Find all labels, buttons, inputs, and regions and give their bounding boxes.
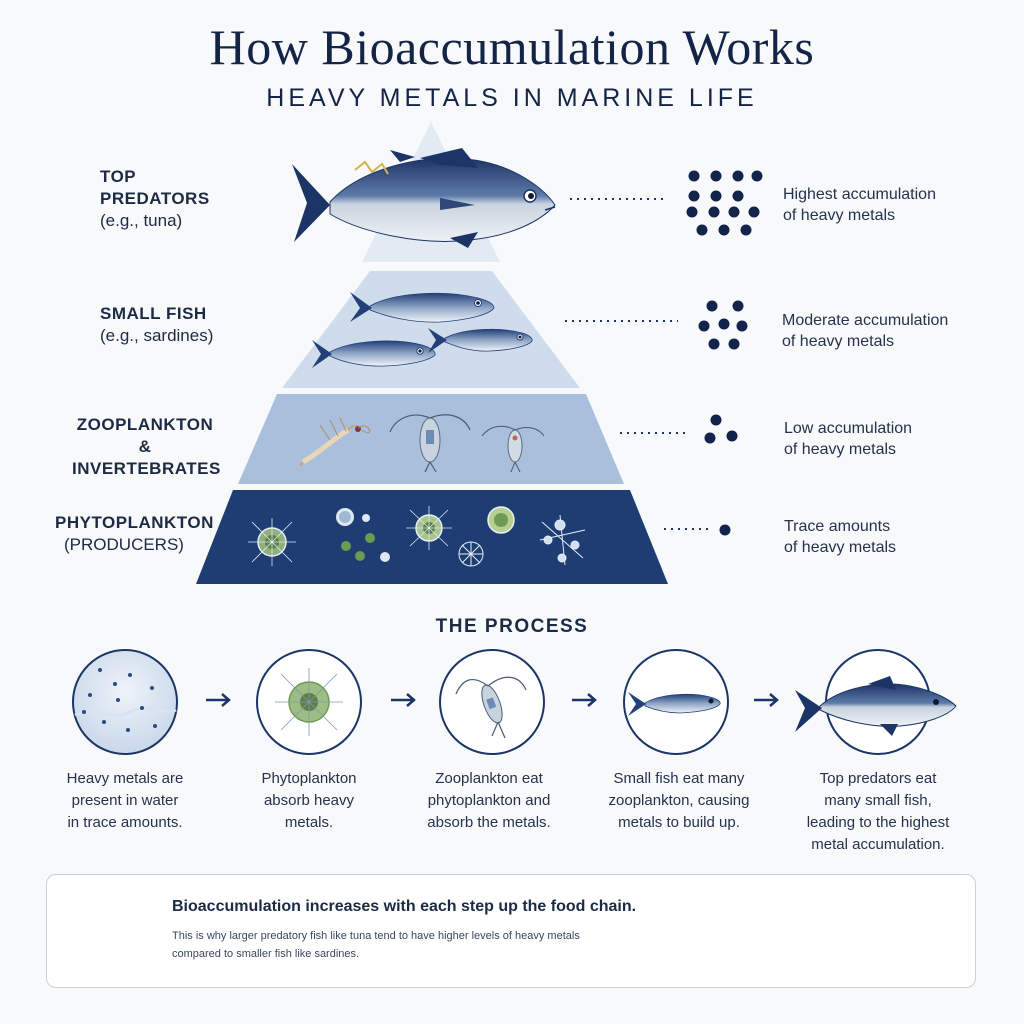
step-text-small-fish: Small fish eat many zooplankton, causing… <box>608 770 750 831</box>
step-circle-zooplankton <box>439 649 545 755</box>
arrow-right-icon <box>572 693 597 707</box>
step-text-phytoplankton: Phytoplankton absorb heavy metals. <box>261 770 357 831</box>
arrow-right-icon <box>206 693 231 707</box>
summary-box <box>46 874 976 988</box>
step-circle-phytoplankton <box>256 649 362 755</box>
step-text-zooplankton: Zooplankton eat phytoplankton and absorb… <box>427 770 551 831</box>
tier-label-phytoplankton: PHYTOPLANKTON (PRODUCERS) <box>55 513 214 554</box>
step-circle-top-predator <box>795 649 957 755</box>
process-title: THE PROCESS <box>435 616 589 637</box>
sardine-icon <box>312 340 436 368</box>
tuna-icon <box>292 148 556 248</box>
step-text-water: Heavy metals are present in water in tra… <box>66 770 184 831</box>
summary-body: This is why larger predatory fish like t… <box>172 930 580 960</box>
page-title: How Bioaccumulation Works <box>209 19 815 75</box>
step-circle-small-fish <box>623 649 729 755</box>
copepod-icon <box>481 425 545 473</box>
accumulation-label-low: Low accumulation of heavy metals <box>784 420 913 458</box>
dots-trace <box>719 524 731 536</box>
dots-highest <box>686 170 763 236</box>
sardine-icon <box>428 328 533 353</box>
step-circle-water <box>72 649 178 755</box>
copepod-icon <box>389 414 471 473</box>
step-text-top-predators: Top predators eat many small fish, leadi… <box>806 770 950 853</box>
diatom-icon <box>487 506 515 534</box>
tier-label-top-predators: TOP PREDATORS (e.g., tuna) <box>100 167 210 230</box>
shrimp-icon <box>299 417 371 466</box>
summary-headline: Bioaccumulation increases with each step… <box>172 898 637 915</box>
diatom-icon <box>336 508 390 562</box>
accumulation-label-highest: Highest accumulation of heavy metals <box>783 186 936 224</box>
tier-small-fish <box>282 271 580 388</box>
diatom-icon <box>406 506 484 567</box>
accumulation-label-trace: Trace amounts of heavy metals <box>784 518 897 556</box>
diatom-icon <box>248 518 296 566</box>
tier-label-zooplankton: ZOOPLANKTON & INVERTEBRATES <box>72 415 221 478</box>
diatom-icon <box>539 514 586 566</box>
page-subtitle: HEAVY METALS IN MARINE LIFE <box>266 84 758 112</box>
tier-label-small-fish: SMALL FISH (e.g., sardines) <box>100 304 214 345</box>
dots-moderate <box>698 300 748 350</box>
arrow-right-icon <box>754 693 779 707</box>
arrow-right-icon <box>391 693 416 707</box>
dots-low <box>704 414 738 444</box>
sardine-icon <box>350 292 495 323</box>
accumulation-label-moderate: Moderate accumulation of heavy metals <box>782 312 949 350</box>
